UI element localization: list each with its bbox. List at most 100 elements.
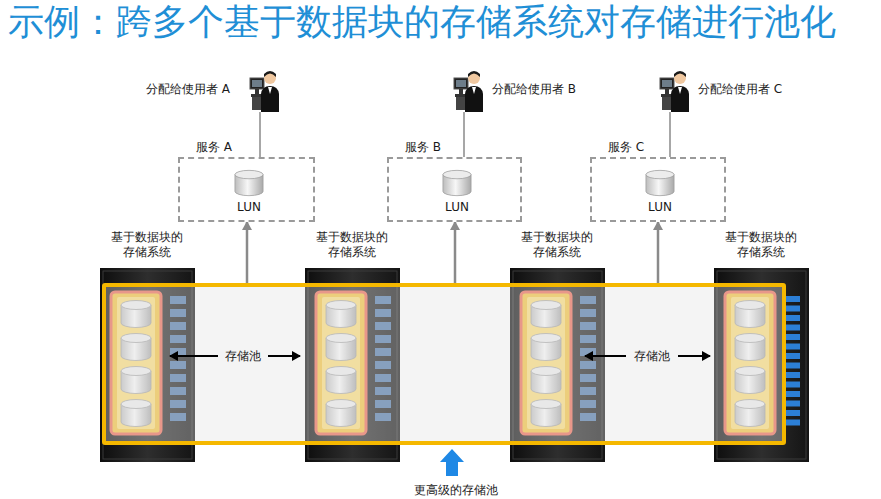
- drive-led: [170, 348, 186, 356]
- drive-led: [170, 387, 186, 395]
- svc-text: 服务 B: [405, 140, 441, 155]
- disk-cylinder: [121, 334, 151, 361]
- disk-pool: [521, 292, 571, 434]
- pool-label: 存储池: [634, 348, 670, 365]
- drive-led: [375, 400, 391, 408]
- connector: [454, 222, 457, 283]
- rack-frame: [308, 271, 397, 459]
- drive-led: [375, 335, 391, 343]
- drive-led: [170, 296, 186, 304]
- drive-led: [375, 309, 391, 317]
- rack-frame: [103, 271, 192, 459]
- drive-led: [580, 400, 596, 408]
- drive-led: [784, 391, 800, 397]
- drive-led: [580, 296, 596, 304]
- lun-cylinder: [645, 169, 675, 197]
- user-icon: [238, 70, 282, 112]
- disk-cylinder: [326, 367, 356, 394]
- connector: [657, 222, 660, 283]
- lun-cylinder: [234, 169, 264, 197]
- drive-led: [580, 387, 596, 395]
- disk-cylinder: [735, 301, 765, 328]
- drive-led: [375, 296, 391, 304]
- user-figure: [454, 71, 483, 112]
- disk-cylinder: [326, 400, 356, 427]
- lun-text: LUN: [445, 200, 469, 215]
- disk-cylinder: [531, 301, 561, 328]
- rack-text: 基于数据块的存储系统: [315, 230, 389, 260]
- drive-led: [784, 382, 800, 388]
- disk-pool: [111, 292, 161, 434]
- drive-led: [170, 335, 186, 343]
- disk-cylinder: [121, 301, 151, 328]
- drive-led: [784, 334, 800, 340]
- connector: [463, 112, 465, 157]
- lun-text: LUN: [648, 200, 672, 215]
- drive-led: [375, 374, 391, 382]
- disk-cylinder: [735, 367, 765, 394]
- lun-disk: [235, 170, 263, 195]
- rack-body: [510, 268, 605, 462]
- drive-led: [784, 353, 800, 359]
- disk-cylinder: [531, 367, 561, 394]
- rack-body: [305, 268, 400, 462]
- lun-cylinder: [442, 169, 472, 197]
- disk-pool-inner: [117, 297, 155, 429]
- drive-led: [170, 400, 186, 408]
- user-node: 分配给使用者 B: [442, 70, 486, 112]
- disk-cylinder: [735, 334, 765, 361]
- drive-led: [784, 306, 800, 312]
- lun-node: LUN: [431, 167, 483, 221]
- drive-led: [170, 309, 186, 317]
- drive-led: [170, 413, 186, 421]
- connector: [246, 222, 249, 283]
- disk-cylinder: [326, 301, 356, 328]
- rack-text: 基于数据块的存储系统: [110, 230, 184, 260]
- drive-led: [784, 296, 800, 302]
- user-text: 分配给使用者 C: [698, 82, 782, 97]
- lun-node: LUN: [223, 167, 275, 221]
- rack-text: 基于数据块的存储系统: [520, 230, 594, 260]
- svc-node: 服务 ALUN: [178, 157, 315, 222]
- lun-text: LUN: [237, 200, 261, 215]
- drive-led: [375, 413, 391, 421]
- drive-led: [580, 374, 596, 382]
- disk-pool-inner: [731, 297, 769, 429]
- user-figure: [660, 71, 689, 112]
- drive-led: [580, 361, 596, 369]
- connector: [259, 112, 261, 157]
- disk-cylinder: [121, 367, 151, 394]
- band-node: 更高级的存储池: [102, 283, 786, 445]
- band-text: 更高级的存储池: [414, 483, 498, 498]
- user-figure: [250, 71, 279, 112]
- drive-led: [784, 410, 800, 416]
- drive-led: [170, 374, 186, 382]
- drive-led: [580, 335, 596, 343]
- drive-led: [784, 420, 800, 426]
- user-icon: [442, 70, 486, 112]
- drive-led: [375, 361, 391, 369]
- rack-text: 基于数据块的存储系统: [724, 230, 798, 260]
- drive-led: [784, 315, 800, 321]
- disk-cylinder: [531, 400, 561, 427]
- connector: [669, 112, 671, 157]
- disk-cylinder: [735, 400, 765, 427]
- svc-node: 服务 CLUN: [590, 157, 726, 222]
- svc-node: 服务 BLUN: [387, 157, 522, 222]
- drive-led: [375, 387, 391, 395]
- disk-pool-inner: [527, 297, 565, 429]
- drive-led: [784, 344, 800, 350]
- lun-disk: [443, 170, 471, 195]
- rack-body: [100, 268, 195, 462]
- drive-led: [375, 348, 391, 356]
- drive-led: [170, 322, 186, 330]
- lun-disk: [646, 170, 674, 195]
- user-text: 分配给使用者 B: [492, 82, 576, 97]
- title: 示例：跨多个基于数据块的存储系统对存储进行池化: [8, 2, 836, 42]
- drive-led: [784, 363, 800, 369]
- drive-led: [580, 322, 596, 330]
- drive-led: [580, 413, 596, 421]
- user-node: 分配给使用者 A: [238, 70, 282, 112]
- drive-led: [784, 325, 800, 331]
- user-node: 分配给使用者 C: [648, 70, 692, 112]
